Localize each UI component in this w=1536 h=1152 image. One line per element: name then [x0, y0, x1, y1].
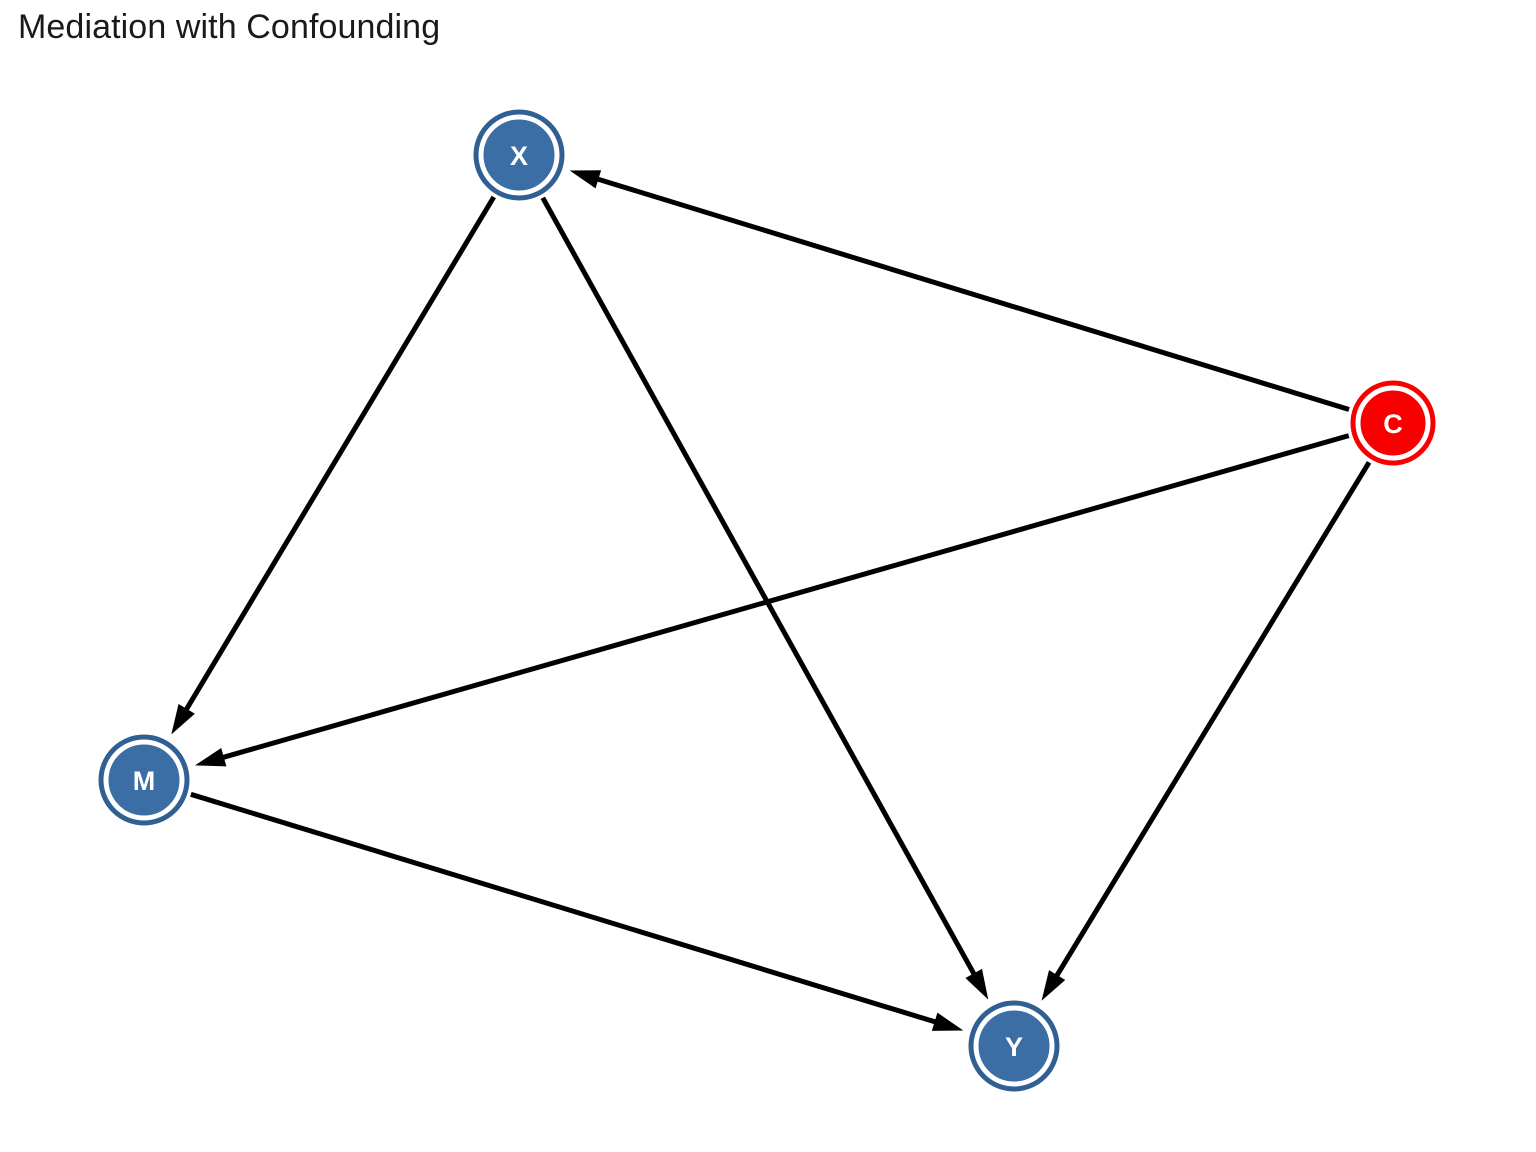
nodes-layer: X C M Y: [98, 109, 1436, 1092]
page-title: Mediation with Confounding: [18, 8, 441, 46]
arrowhead-x-to-m: [171, 703, 195, 735]
node-c[interactable]: C: [1350, 380, 1436, 466]
edge-c-to-x: [594, 175, 1350, 412]
arrowhead-c-to-y: [1041, 970, 1066, 1001]
edges-layer: [171, 170, 1372, 1031]
edge-c-to-y: [1053, 460, 1372, 980]
node-y[interactable]: Y: [968, 1000, 1060, 1092]
node-x-disc: [480, 116, 558, 194]
edge-m-to-y: [190, 791, 939, 1026]
edge-x-to-m: [182, 195, 496, 714]
node-x-outer-ring: [473, 109, 565, 201]
arrowhead-c-to-x: [569, 170, 602, 189]
arrowhead-x-to-y: [965, 968, 989, 1000]
node-x[interactable]: X: [473, 109, 565, 201]
edge-x-to-y: [540, 196, 978, 978]
node-c-outer-ring: [1350, 380, 1436, 466]
arrowhead-c-to-m: [194, 748, 227, 767]
node-c-disc: [1357, 387, 1429, 459]
node-y-outer-ring: [968, 1000, 1060, 1092]
node-m[interactable]: M: [98, 734, 190, 826]
node-m-disc: [105, 741, 183, 819]
node-m-outer-ring: [98, 734, 190, 826]
arrowhead-m-to-y: [931, 1012, 964, 1031]
edge-c-to-m: [219, 433, 1350, 761]
node-y-disc: [975, 1007, 1053, 1085]
